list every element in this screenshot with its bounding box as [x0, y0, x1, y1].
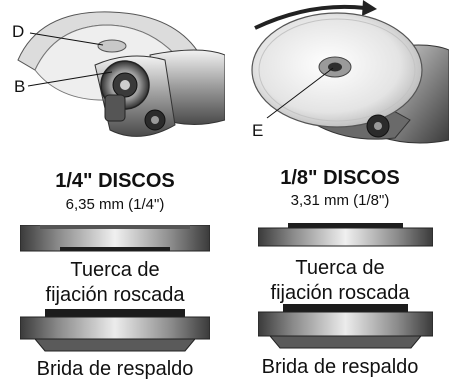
- left-disc-heading: 1/4" DISCOS: [55, 170, 175, 192]
- right-thickness-label: 3,31 mm (1/8"): [290, 192, 390, 209]
- left-flange-caption: Brida de respaldo: [36, 358, 194, 380]
- left-backing-flange-diagram: [20, 309, 210, 352]
- right-flange-caption: Brida de respaldo: [261, 356, 419, 378]
- callout-b: B: [14, 77, 26, 96]
- grinder-guard-illustration: [17, 11, 225, 137]
- left-thick-nut-diagram: [20, 225, 210, 252]
- right-disc-heading: 1/8" DISCOS: [280, 167, 400, 189]
- grinder-disc-illustration: [251, 0, 449, 144]
- callout-e: E: [252, 121, 264, 140]
- right-thin-nut-diagram: [258, 223, 433, 247]
- right-nut-caption-line2: fijación roscada: [270, 282, 410, 304]
- right-nut-caption-line1: Tuerca de: [295, 257, 385, 279]
- left-thickness-label: 6,35 mm (1/4"): [65, 196, 165, 213]
- left-nut-caption-line2: fijación roscada: [45, 284, 185, 306]
- callout-d: D: [12, 22, 25, 41]
- right-backing-flange-diagram: [258, 304, 433, 349]
- left-nut-caption-line1: Tuerca de: [70, 259, 160, 281]
